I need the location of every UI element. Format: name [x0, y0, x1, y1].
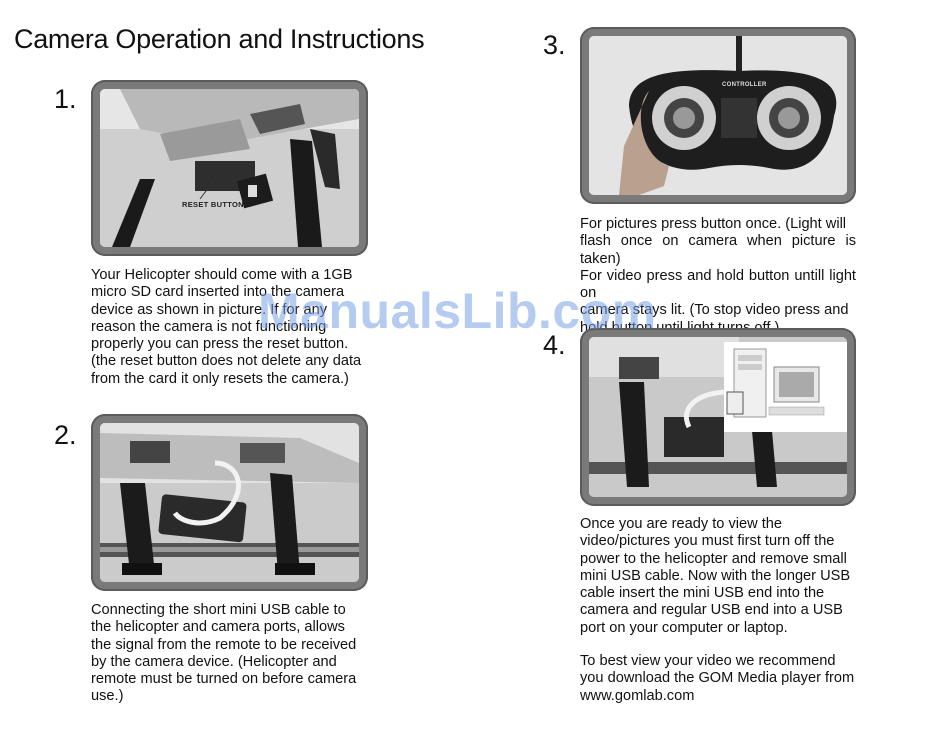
- step-1-line: reason the camera is not functioning: [91, 318, 327, 335]
- step-4-line: cable insert the mini USB end into the: [580, 585, 825, 602]
- step-4-text: Once you are ready to view the video/pic…: [580, 516, 856, 637]
- step-2-line: use.): [91, 688, 124, 705]
- step-3-line: flash once on camera when picture is tak…: [580, 233, 856, 267]
- step-4-recommendation: To best view your video we recommend you…: [580, 653, 856, 705]
- step-4-extra-line: www.gomlab.com: [580, 687, 695, 704]
- step-3-line: For pictures press button once. (Light w…: [580, 216, 847, 232]
- step-1-line: Your Helicopter should come with a 1GB: [91, 267, 353, 283]
- step-2-line: the helicopter and camera ports, allows: [91, 619, 345, 636]
- step-2-line: Connecting the short mini USB cable to: [91, 602, 346, 618]
- step-4-extra-line: To best view your video we recommend: [580, 653, 836, 669]
- step-4-line: mini USB cable. Now with the longer USB: [580, 567, 851, 584]
- step-2-line: remote must be turned on before camera: [91, 671, 357, 688]
- step-2-line: the signal from the remote to be receive…: [91, 636, 357, 653]
- step-4-number: 4.: [543, 330, 566, 360]
- step-3-photo-frame: CONTROLLER: [580, 27, 856, 204]
- step-1-photo-frame: RESET BUTTON: [91, 80, 368, 256]
- step-4-extra-line: you download the GOM Media player from: [580, 670, 855, 687]
- step-4-photo-frame: [580, 328, 856, 506]
- step-3-text: For pictures press button once. (Light w…: [580, 216, 856, 337]
- step-1-line: from the card it only resets the camera.…: [91, 370, 349, 387]
- step-4-line: camera and regular USB end into a USB: [580, 602, 843, 619]
- step-2-photo-frame: [91, 414, 368, 591]
- step-1-number: 1.: [54, 84, 77, 114]
- page-title: Camera Operation and Instructions: [14, 24, 425, 54]
- step-3-line: For video press and hold button untill l…: [580, 267, 856, 302]
- step-1-line: device as shown in picture. If for any: [91, 301, 328, 318]
- step-2-line: by the camera device. (Helicopter and: [91, 653, 337, 670]
- step-3-photo: CONTROLLER: [589, 36, 847, 195]
- step-2-photo: [100, 423, 359, 582]
- step-4-line: video/pictures you must first turn off t…: [580, 533, 835, 550]
- step-3-number: 3.: [543, 30, 566, 60]
- step-1-text: Your Helicopter should come with a 1GB m…: [91, 267, 368, 388]
- step-1-photo: RESET BUTTON: [100, 89, 359, 247]
- step-4-photo: [589, 337, 847, 497]
- step-1-line: properly you can press the reset button.: [91, 336, 349, 353]
- step-2-number: 2.: [54, 420, 77, 450]
- step-3-photo-label: CONTROLLER: [722, 82, 767, 88]
- step-2-text: Connecting the short mini USB cable to t…: [91, 602, 368, 706]
- step-4-line: port on your computer or laptop.: [580, 619, 788, 636]
- step-1-line: (the reset button does not delete any da…: [91, 353, 362, 370]
- step-1-photo-label: RESET BUTTON: [182, 200, 244, 209]
- step-4-line: power to the helicopter and remove small: [580, 550, 847, 567]
- step-3-line: camera stays lit. (To stop video press a…: [580, 302, 849, 319]
- step-4-line: Once you are ready to view the: [580, 516, 782, 532]
- step-1-line: micro SD card inserted into the camera: [91, 284, 345, 301]
